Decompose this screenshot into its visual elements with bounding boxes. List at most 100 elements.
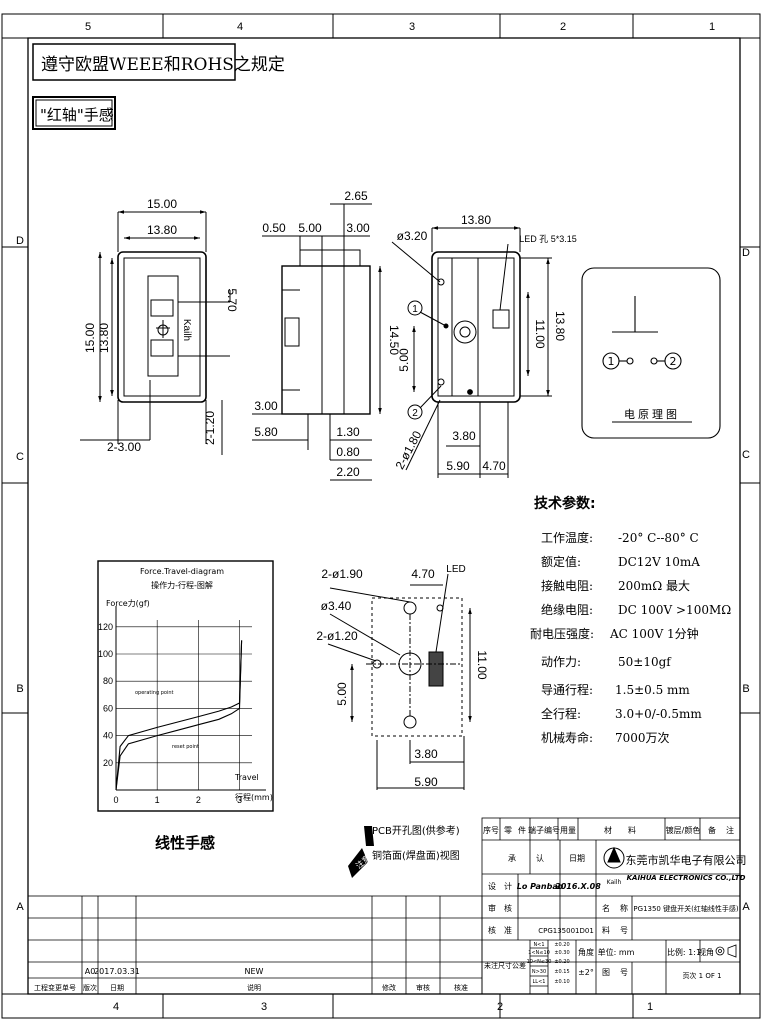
revision-header: 日期	[110, 984, 124, 992]
part-name: PG1350 键盘开关(红轴线性手感)	[633, 904, 738, 913]
pcb-dim-center-hole: ø3.40	[321, 599, 352, 613]
operating-point-label: operating point	[135, 690, 174, 696]
spec-value: 3.0+0/-0.5mm	[615, 707, 702, 721]
feel-label: "红轴"手感	[32, 96, 116, 130]
side-bottom-dim-5: 2.20	[336, 465, 360, 479]
chart-ylabel: Force力(gf)	[106, 598, 150, 608]
spec-title: 技术参数:	[534, 495, 596, 512]
linear-feel-caption: 线性手感	[155, 834, 215, 852]
pcb-dim-led-offset: 4.70	[411, 567, 435, 581]
sheet-frame	[1, 13, 761, 1019]
header-cell: 材	[604, 825, 612, 835]
tol-cell: ±0.20	[554, 942, 569, 948]
y-tick-label: 120	[98, 622, 113, 632]
company-en: KAIHUA ELECTRONICS CO.,LTD	[627, 874, 746, 882]
title-block-text: 序号 零 件 端子编号 用量 材 料 镀层/颜色 备 注 承 认 日期 设 计 …	[34, 825, 747, 992]
side-letter-right: B	[742, 683, 749, 695]
side-top-dim-2: 5.00	[298, 221, 322, 235]
header-cell: 件	[518, 825, 526, 835]
spec-value: 50±10gf	[618, 655, 672, 669]
revision-header: 审核	[416, 983, 430, 992]
side-letter-right: C	[742, 449, 750, 461]
force-travel-chart: Force.Travel-diagram 操作力-行程-图解 Force力(gf…	[97, 560, 274, 812]
header-cell: 镀层/颜色	[666, 825, 701, 835]
company-cn: 东莞市凯华电子有限公司	[626, 853, 747, 867]
side-bottom-dim-4: 0.80	[336, 445, 360, 459]
angle-label: 角度	[578, 947, 594, 957]
approve-label: 承	[508, 854, 516, 863]
tol-cell: ±0.30	[554, 950, 569, 956]
pcb-dim-offset: 3.80	[414, 747, 438, 761]
header-cell: 零	[504, 826, 512, 835]
bottom-pin-pitch-dim: 5.00	[397, 348, 411, 372]
header-cell: 注	[726, 825, 734, 835]
front-height-dim: 15.00	[83, 323, 97, 353]
bottom-number: 3	[261, 1001, 267, 1013]
pcb-dims: 2-ø1.90 4.70 ø3.40 2-ø1.20 5.00 11.00 3.…	[316, 564, 489, 789]
company-logo-icon	[603, 846, 625, 869]
note-line-1: PCB开孔图(供参考)	[372, 824, 460, 837]
check-label: 核	[488, 925, 496, 935]
design-label: 计	[504, 881, 512, 891]
circuit-labels: 1 2 电原理图	[608, 355, 678, 421]
note-line-2: 铜箔面(焊盘面)视图	[372, 849, 460, 862]
side-top-dim-3: 2.65	[344, 189, 368, 203]
side-letter-right: A	[742, 901, 750, 913]
spec-label: 工作温度:	[541, 530, 593, 545]
pin-label-2: 2	[412, 408, 418, 419]
header-cell: 序号	[483, 825, 499, 835]
review-label: 核	[504, 903, 512, 913]
spec-value: 1.5±0.5 mm	[615, 683, 690, 697]
spec-value: 7000万次	[615, 731, 670, 745]
tol-cell: N<1	[533, 942, 544, 948]
tol-cell: LL<1	[533, 979, 546, 985]
designer-signature: Lo Panbao	[517, 882, 564, 891]
chart-grid	[115, 606, 266, 791]
material-label: 号	[620, 926, 628, 935]
x-tick-label: 1	[155, 795, 160, 805]
series-line-2	[115, 640, 243, 791]
revision-header: 说明	[247, 983, 261, 992]
pcb-dim-height: 11.00	[475, 650, 489, 679]
company-logo-text: Kailh	[607, 879, 622, 886]
spec-label: 绝缘电阻:	[541, 602, 593, 617]
spec-label: 动作力:	[541, 655, 581, 669]
pcb-layout	[327, 573, 472, 790]
y-tick-label: 20	[103, 758, 113, 768]
bottom-offset-dim: 3.80	[452, 429, 476, 443]
check-label: 准	[504, 925, 512, 935]
revision-code: A0	[85, 967, 96, 976]
title-block-lines	[27, 817, 741, 995]
header-cell: 端子编号	[528, 825, 560, 835]
spec-label: 机械寿命:	[541, 730, 593, 745]
angle-value: ±2°	[578, 968, 594, 977]
approve-label: 认	[536, 853, 544, 863]
bottom-height-dim: 13.80	[553, 311, 567, 341]
reset-point-label: reset point	[172, 744, 199, 750]
bottom-number: 4	[113, 1001, 119, 1013]
y-tick-label: 80	[103, 676, 113, 686]
bottom-dim-right: 4.70	[482, 459, 506, 473]
y-tick-label: 60	[103, 703, 113, 713]
pcb-note: 注意 PCB开孔图(供参考) 铜箔面(焊盘面)视图	[348, 824, 460, 878]
pin-label-1: 1	[412, 304, 418, 315]
x-tick-label: 2	[196, 795, 201, 805]
side-height-dim: 14.50	[387, 325, 401, 355]
compliance-text: 遵守欧盟WEEE和ROHS之规定	[41, 55, 285, 75]
spec-value: DC12V 10mA	[618, 555, 700, 569]
chart-subtitle: 操作力-行程-图解	[151, 580, 213, 590]
front-view	[80, 210, 231, 455]
side-view	[252, 203, 382, 481]
front-pin-width-dim: 2-3.00	[107, 440, 141, 454]
front-inner-width-dim: 13.80	[147, 223, 177, 237]
header-cell: 备	[708, 825, 716, 835]
top-number: 2	[560, 21, 566, 33]
bottom-hole-dim: ø3.20	[397, 229, 428, 243]
led-hole-label: LED 孔 5*3.15	[519, 234, 577, 244]
tol-cell: ±0.20	[554, 959, 569, 965]
chart-xlabel-2: 行程(mm)	[235, 792, 273, 802]
spec-table: 技术参数: 工作温度: -20° C--80° C 额定值: DC12V 10m…	[530, 495, 731, 745]
drawing-no-label: 图	[602, 968, 610, 977]
spec-value: AC 100V 1分钟	[609, 626, 699, 641]
front-inner-height-dim: 13.80	[97, 323, 111, 353]
